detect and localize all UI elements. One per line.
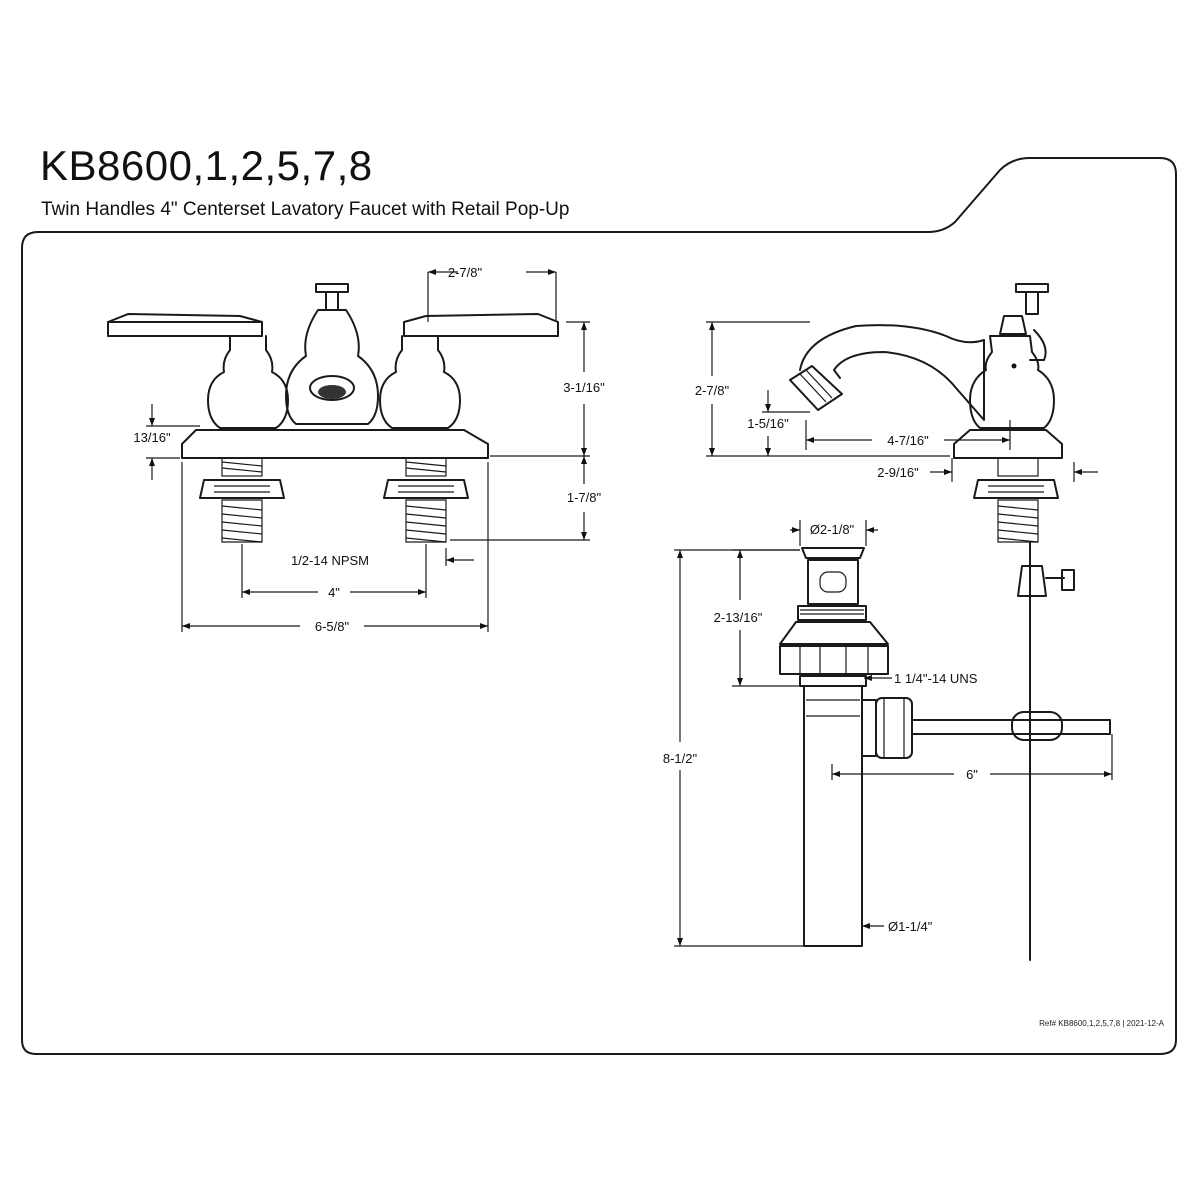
popup-drain-view bbox=[674, 520, 1113, 947]
model-title: KB8600,1,2,5,7,8 bbox=[40, 142, 373, 189]
dim-shank-length: 1-7/8" bbox=[567, 490, 602, 505]
dim-overall-length: 8-1/2" bbox=[663, 751, 698, 766]
reference-number: Ref# KB8600,1,2,5,7,8 | 2021-12-A bbox=[1039, 1019, 1164, 1028]
dim-uns-thread: 1 1/4"-14 UNS bbox=[894, 671, 978, 686]
dim-center-spacing: 4" bbox=[328, 585, 340, 600]
dim-spout-height: 2-7/8" bbox=[695, 383, 730, 398]
dim-flange-height: 2-13/16" bbox=[714, 610, 763, 625]
dim-npsm-thread: 1/2-14 NPSM bbox=[291, 553, 369, 568]
dim-spout-reach: 4-7/16" bbox=[887, 433, 929, 448]
dim-deck-height: 13/16" bbox=[133, 430, 171, 445]
dim-rod-length: 6" bbox=[966, 767, 978, 782]
dim-spout-clearance: 1-5/16" bbox=[747, 416, 789, 431]
dim-handle-spacing: 2-7/8" bbox=[448, 265, 483, 280]
dim-base-depth: 2-9/16" bbox=[877, 465, 919, 480]
dim-flange-diameter: Ø2-1/8" bbox=[810, 522, 855, 537]
front-view bbox=[107, 269, 590, 632]
sheet-border bbox=[21, 157, 1177, 1055]
dim-overall-height: 3-1/16" bbox=[563, 380, 605, 395]
dim-base-width: 6-5/8" bbox=[315, 619, 350, 634]
product-description: Twin Handles 4" Centerset Lavatory Fauce… bbox=[41, 199, 570, 220]
side-view bbox=[706, 283, 1098, 961]
dim-tail-diameter: Ø1-1/4" bbox=[888, 919, 933, 934]
